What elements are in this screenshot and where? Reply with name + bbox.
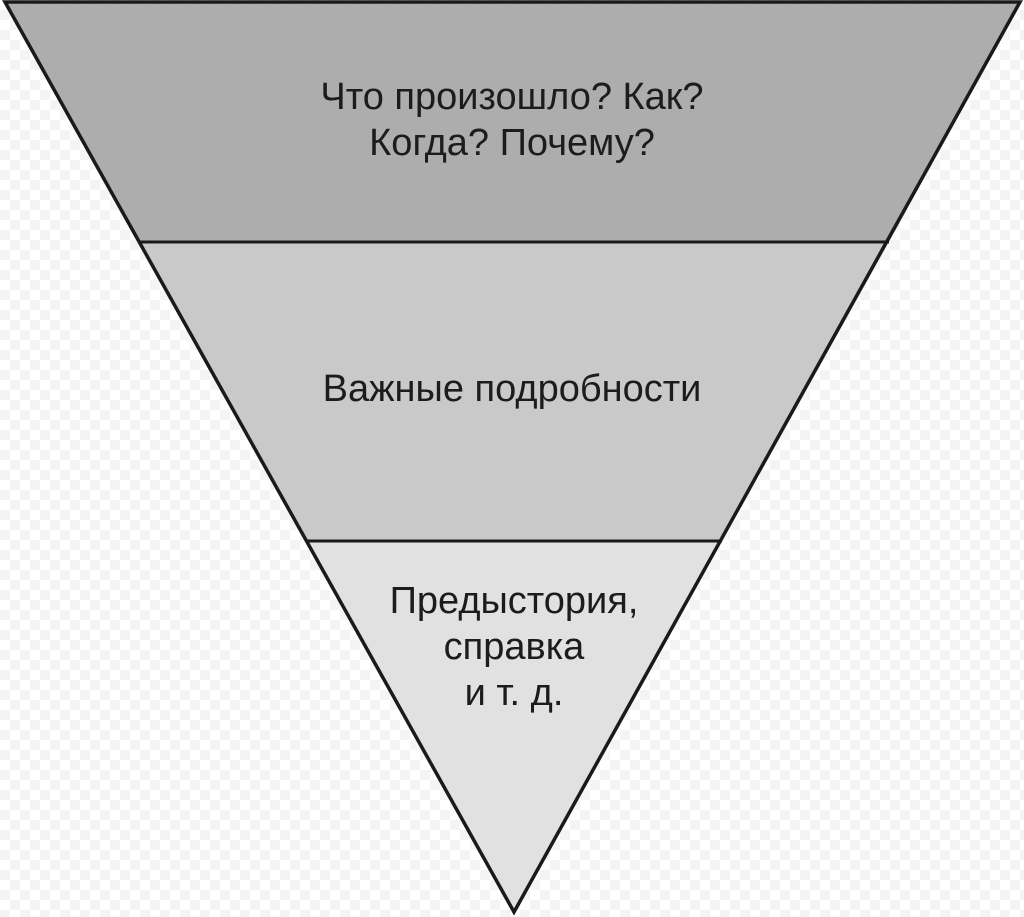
tier-bottom-line-2: справка (443, 626, 585, 668)
tier-top-label: Что произошло? Как? Когда? Почему? (0, 74, 1024, 166)
tier-top-line-2: Когда? Почему? (369, 122, 655, 164)
tier-middle-shape (140, 242, 889, 541)
tier-bottom-shape (307, 541, 722, 912)
tier-top-shape (5, 2, 1020, 242)
tier-bottom-label: Предыстория, справка и т. д. (2, 578, 1024, 716)
tier-bottom-line-3: и т. д. (464, 672, 564, 714)
tier-bottom-line-1: Предыстория, (389, 580, 639, 622)
tier-middle-line-1: Важные подробности (322, 368, 702, 410)
tier-top-line-1: Что произошло? Как? (320, 76, 704, 118)
tier-middle-label: Важные подробности (0, 366, 1024, 412)
